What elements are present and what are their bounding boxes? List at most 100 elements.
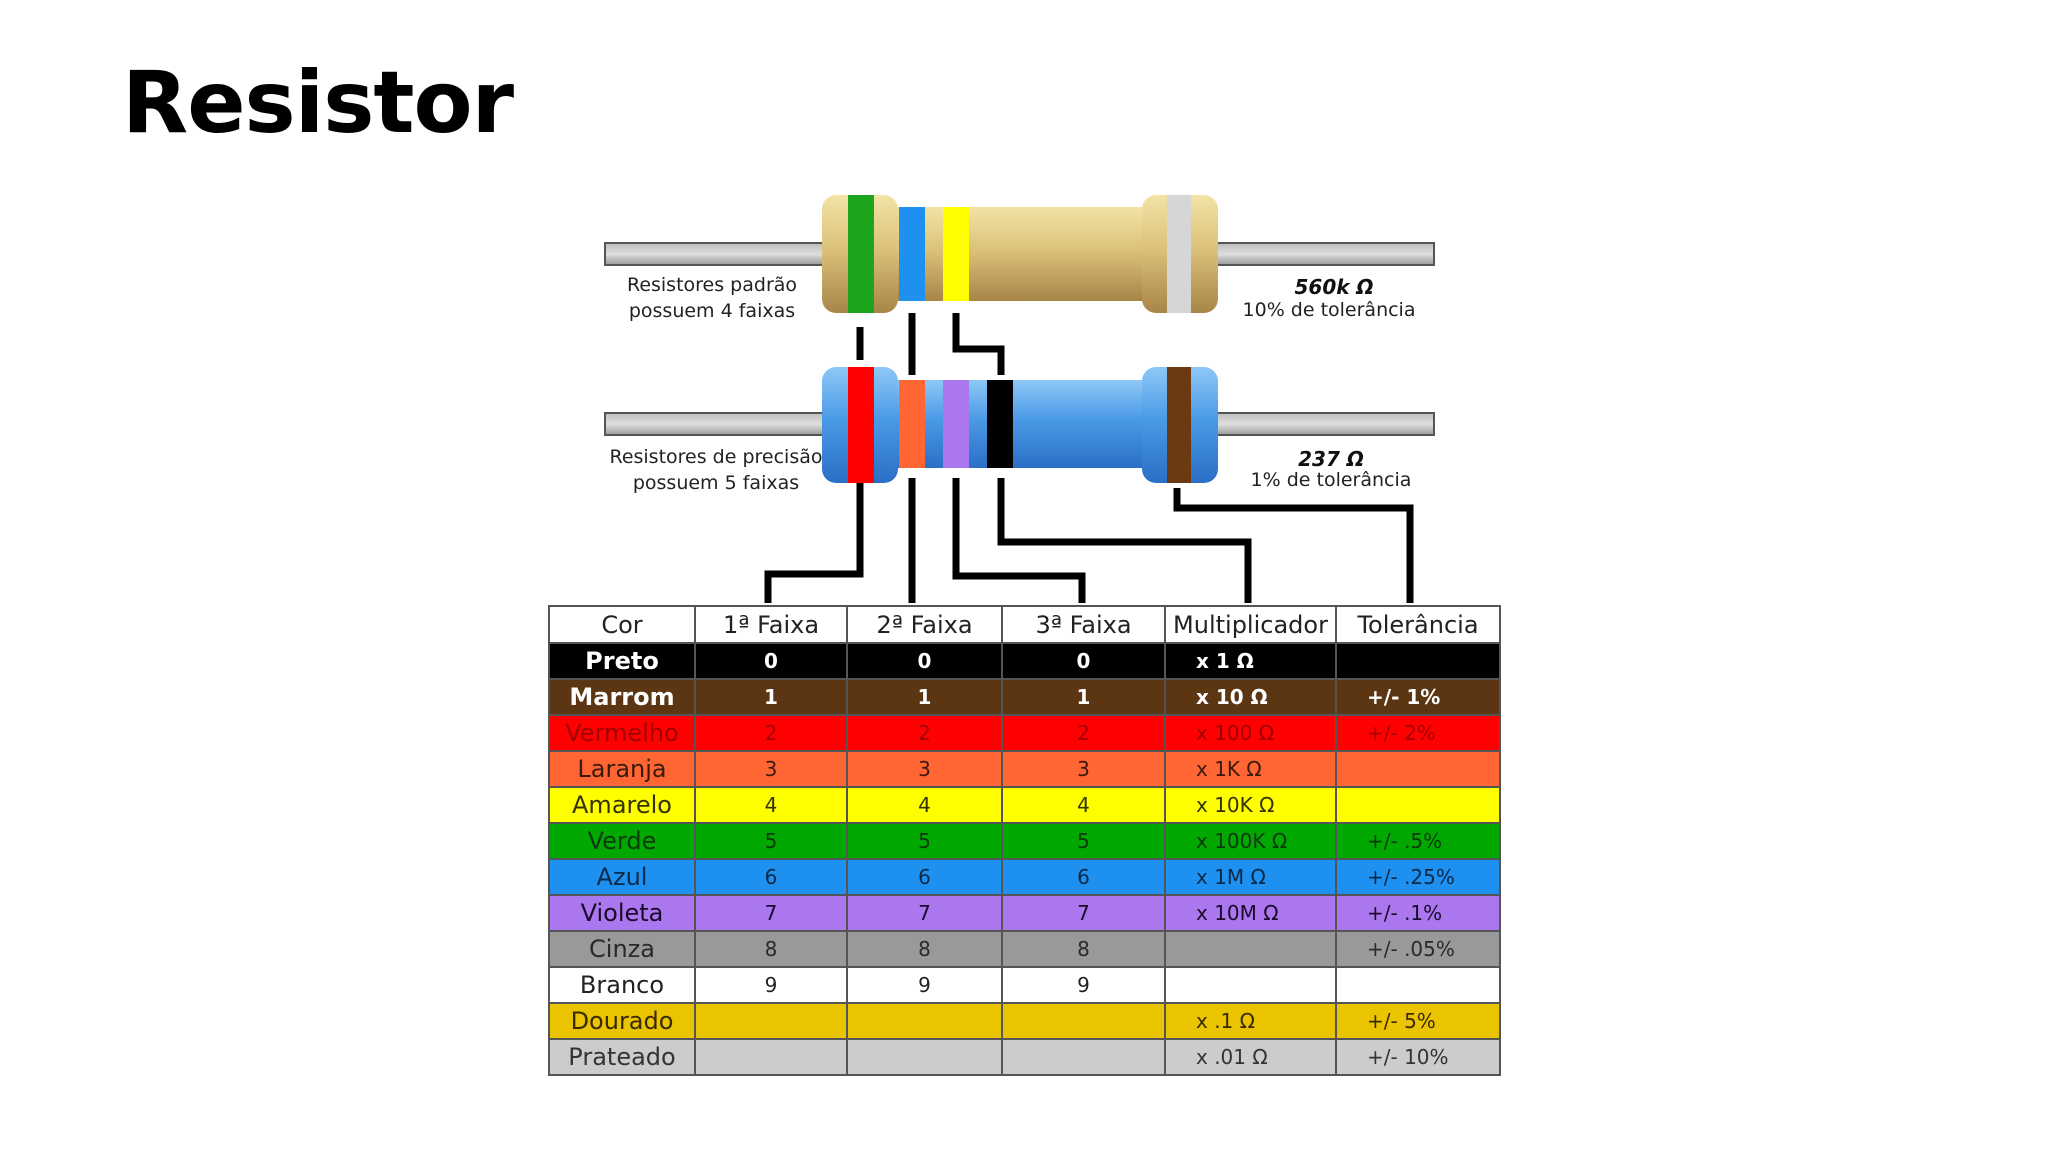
four-band-resistor (604, 195, 1435, 313)
cell-faixa-2: 3 (846, 750, 1003, 788)
table-row: Marrom 1 1 1 x 10 Ω +/- 1% (548, 678, 1501, 716)
cell-cor: Branco (548, 966, 696, 1004)
cell-faixa-3: 7 (1001, 894, 1166, 932)
band-connectors-top (856, 313, 1005, 375)
cell-faixa-1: 8 (694, 930, 848, 968)
cell-faixa-1: 2 (694, 714, 848, 752)
cell-tolerancia (1335, 750, 1501, 788)
band-3-violet (943, 380, 969, 468)
cell-cor: Verde (548, 822, 696, 860)
cell-tolerancia: +/- .25% (1335, 858, 1501, 896)
table-row: Branco 9 9 9 (548, 966, 1501, 1004)
table-header-row: Cor 1ª Faixa 2ª Faixa 3ª Faixa Multiplic… (548, 605, 1501, 644)
cell-faixa-1: 0 (694, 642, 848, 680)
band-5-brown (1167, 367, 1191, 483)
color-code-table: Cor 1ª Faixa 2ª Faixa 3ª Faixa Multiplic… (548, 605, 1501, 1076)
five-band-caption-line1: Resistores de precisão (609, 446, 822, 468)
four-band-tolerance: 10% de tolerância (1243, 299, 1416, 321)
four-band-value: 560k Ω (1294, 275, 1373, 299)
slide-title: Resistor (122, 53, 514, 153)
cell-faixa-1: 3 (694, 750, 848, 788)
five-band-caption-line2: possuem 5 faixas (633, 472, 799, 494)
lead-left (604, 412, 826, 436)
cell-faixa-1: 6 (694, 858, 848, 896)
five-band-tolerance: 1% de tolerância (1251, 469, 1412, 491)
cell-cor: Azul (548, 858, 696, 896)
cell-faixa-1 (694, 1038, 848, 1076)
cell-cor: Amarelo (548, 786, 696, 824)
cell-faixa-3: 8 (1001, 930, 1166, 968)
five-band-value: 237 Ω (1298, 447, 1364, 471)
cell-multiplicador: x 10 Ω (1164, 678, 1337, 716)
cell-faixa-2: 4 (846, 786, 1003, 824)
table-row: Verde 5 5 5 x 100K Ω +/- .5% (548, 822, 1501, 860)
cell-faixa-1: 1 (694, 678, 848, 716)
band-2-orange (899, 380, 925, 468)
cell-faixa-3: 5 (1001, 822, 1166, 860)
cell-cor: Violeta (548, 894, 696, 932)
cell-multiplicador (1164, 966, 1337, 1004)
resistor-body (880, 380, 1170, 468)
header-multiplicador: Multiplicador (1164, 605, 1337, 644)
cell-tolerancia (1335, 966, 1501, 1004)
cell-faixa-2: 5 (846, 822, 1003, 860)
cell-tolerancia: +/- 5% (1335, 1002, 1501, 1040)
cell-cor: Prateado (548, 1038, 696, 1076)
band-1-red (848, 367, 874, 483)
header-cor: Cor (548, 605, 696, 644)
table-row: Preto 0 0 0 x 1 Ω (548, 642, 1501, 680)
band-4-silver (1167, 195, 1191, 313)
cell-faixa-2: 0 (846, 642, 1003, 680)
cell-faixa-3: 9 (1001, 966, 1166, 1004)
cell-cor: Preto (548, 642, 696, 680)
cell-faixa-2: 1 (846, 678, 1003, 716)
band-3-yellow (943, 207, 969, 301)
cell-tolerancia: +/- .05% (1335, 930, 1501, 968)
cell-multiplicador: x 1K Ω (1164, 750, 1337, 788)
cell-faixa-2 (846, 1038, 1003, 1076)
table-row: Violeta 7 7 7 x 10M Ω +/- .1% (548, 894, 1501, 932)
cell-multiplicador: x 100 Ω (1164, 714, 1337, 752)
cell-cor: Dourado (548, 1002, 696, 1040)
cell-cor: Cinza (548, 930, 696, 968)
band-4-black (987, 380, 1013, 468)
table-row: Prateado x .01 Ω +/- 10% (548, 1038, 1501, 1076)
lead-left (604, 242, 826, 266)
cell-faixa-1: 4 (694, 786, 848, 824)
cell-faixa-1: 9 (694, 966, 848, 1004)
cell-faixa-3: 4 (1001, 786, 1166, 824)
table-row: Dourado x .1 Ω +/- 5% (548, 1002, 1501, 1040)
table-row: Azul 6 6 6 x 1M Ω +/- .25% (548, 858, 1501, 896)
header-faixa-1: 1ª Faixa (694, 605, 848, 644)
cell-faixa-3: 3 (1001, 750, 1166, 788)
cell-faixa-2 (846, 1002, 1003, 1040)
cell-tolerancia (1335, 642, 1501, 680)
cell-faixa-2: 2 (846, 714, 1003, 752)
four-band-caption-line1: Resistores padrão (627, 274, 797, 296)
four-band-caption-line2: possuem 4 faixas (629, 300, 795, 322)
cell-tolerancia: +/- .5% (1335, 822, 1501, 860)
cell-faixa-1: 5 (694, 822, 848, 860)
cell-faixa-3: 1 (1001, 678, 1166, 716)
cell-faixa-1: 7 (694, 894, 848, 932)
cell-cor: Vermelho (548, 714, 696, 752)
cell-faixa-1 (694, 1002, 848, 1040)
cell-tolerancia: +/- 1% (1335, 678, 1501, 716)
cell-multiplicador (1164, 930, 1337, 968)
cell-faixa-2: 9 (846, 966, 1003, 1004)
five-band-resistor (604, 367, 1435, 483)
cell-tolerancia: +/- 10% (1335, 1038, 1501, 1076)
cell-multiplicador: x .1 Ω (1164, 1002, 1337, 1040)
band-connectors-bottom (764, 478, 1414, 603)
cell-multiplicador: x 10K Ω (1164, 786, 1337, 824)
header-tolerancia: Tolerância (1335, 605, 1501, 644)
table-row: Amarelo 4 4 4 x 10K Ω (548, 786, 1501, 824)
table-row: Vermelho 2 2 2 x 100 Ω +/- 2% (548, 714, 1501, 752)
cell-cor: Marrom (548, 678, 696, 716)
cell-faixa-2: 6 (846, 858, 1003, 896)
cell-faixa-3: 2 (1001, 714, 1166, 752)
cell-faixa-3: 6 (1001, 858, 1166, 896)
cell-multiplicador: x 100K Ω (1164, 822, 1337, 860)
header-faixa-2: 2ª Faixa (846, 605, 1003, 644)
